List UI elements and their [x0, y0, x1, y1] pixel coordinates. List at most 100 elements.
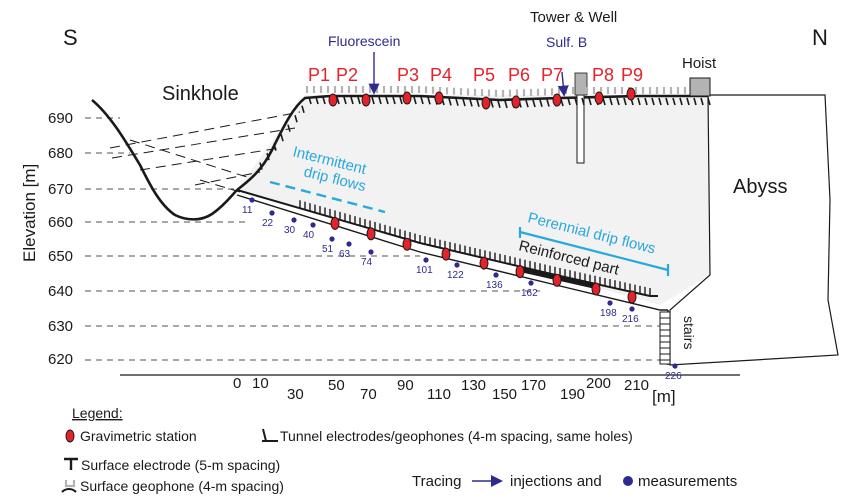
measurement-label: 198	[600, 308, 617, 319]
north-label: N	[812, 25, 828, 50]
legend-title: Legend:	[72, 405, 123, 421]
surface-station-p9	[626, 87, 636, 101]
distance-tick: 200	[586, 375, 611, 392]
surface-electrode	[490, 100, 494, 108]
surface-electrode	[546, 99, 550, 107]
distance-tick: 110	[427, 386, 451, 403]
distance-tick: 0	[233, 375, 241, 392]
station-label-p2: P2	[336, 65, 358, 85]
surface-electrode	[385, 96, 389, 105]
surface-electrode	[588, 97, 592, 106]
surface-geophone-icon-base	[61, 488, 77, 493]
surface-electrode	[665, 97, 669, 106]
distance-tick: 50	[328, 377, 345, 394]
surface-electrode	[574, 97, 578, 106]
measurement-point	[310, 222, 316, 228]
distance-tick: 130	[461, 377, 486, 394]
tunnel-station-6	[515, 265, 525, 279]
surface-electrode	[532, 99, 536, 108]
sinkhole-dashed-lines	[109, 111, 301, 193]
gravimetric-icon	[65, 429, 75, 443]
measurement-label: 136	[486, 280, 503, 291]
surface-electrode	[616, 97, 620, 106]
surface-electrode	[343, 96, 347, 105]
legend-surface-geophone: Surface geophone (4-m spacing)	[80, 478, 284, 494]
surface-station-p5	[481, 96, 491, 110]
hoist-label: Hoist	[682, 55, 717, 72]
tower-top	[574, 72, 588, 96]
measurement-point	[346, 241, 352, 247]
surface-geophone-icon	[64, 480, 76, 488]
distance-tick: 170	[521, 377, 546, 394]
abyss-label: Abyss	[733, 176, 787, 198]
measurement-point	[493, 272, 499, 278]
surface-electrode	[539, 99, 543, 107]
distance-tick: 190	[560, 386, 585, 403]
perennial-drip-line	[518, 227, 670, 276]
measurement-point	[423, 257, 429, 263]
tunnel-floor	[236, 194, 668, 311]
surface-electrode-icon	[64, 457, 78, 470]
station-label-p5: P5	[473, 65, 495, 85]
surface-electrode	[672, 97, 676, 106]
tunnel-station-4	[441, 247, 451, 261]
south-label: S	[63, 25, 78, 50]
surface-electrode	[567, 97, 571, 106]
surface-electrode	[651, 97, 655, 106]
tunnel-station-7	[552, 273, 562, 287]
surface-electrode	[448, 98, 452, 106]
surface-station-p4	[434, 91, 444, 105]
surface-electrode	[273, 143, 277, 151]
elevation-axis-label: Elevation [m]	[20, 164, 39, 262]
surface-electrode	[658, 97, 662, 106]
abyss-body	[669, 94, 839, 366]
surface-electrode	[623, 97, 627, 106]
legend-gravimetric: Gravimetric station	[80, 428, 197, 444]
elevation-tick: 650	[48, 248, 73, 265]
surface-electrode	[504, 100, 508, 109]
surface-electrode	[455, 98, 459, 106]
station-label-p4: P4	[430, 65, 452, 85]
surface-sensor-row	[259, 86, 711, 170]
surface-electrode	[462, 98, 466, 107]
tunnel-station-1	[330, 216, 340, 230]
tunnel-electrode-row	[299, 200, 651, 296]
sulf-label: Sulf. B	[546, 34, 587, 50]
surface-electrode	[497, 100, 501, 109]
surface-electrode	[469, 99, 473, 107]
measurement-label: 11	[242, 205, 253, 216]
surface-station-p8	[594, 91, 604, 105]
measurement-point	[454, 262, 460, 268]
distance-tick: 90	[397, 377, 414, 394]
surface-electrode	[413, 96, 417, 105]
elevation-tick: 670	[48, 181, 73, 198]
distance-tick: 150	[492, 386, 517, 403]
tunnel-gravimetric-stations	[330, 216, 637, 304]
tunnel-electrode-icon	[262, 428, 278, 442]
tower-well	[576, 94, 585, 164]
surface-electrode	[700, 97, 704, 106]
tunnel-station-5	[479, 256, 489, 270]
surface-electrode	[581, 97, 585, 106]
elevation-tick: 680	[48, 145, 73, 162]
elevation-tick: 640	[48, 283, 73, 300]
station-label-p6: P6	[508, 65, 530, 85]
elevation-tick: 690	[48, 110, 73, 127]
surface-station-p3	[402, 91, 412, 105]
surface-station-p2	[361, 93, 371, 107]
legend-surface-electrode: Surface electrode (5-m spacing)	[81, 457, 280, 473]
elevation-grid	[85, 117, 670, 361]
legend-injections: injections and	[510, 473, 602, 490]
legend-tracing: Tracing	[412, 473, 461, 490]
surface-electrode	[301, 105, 305, 113]
terrain-profile	[91, 94, 708, 221]
elevation-tick: 630	[48, 318, 73, 335]
measurement-point	[329, 236, 335, 242]
measurement-point	[249, 197, 255, 203]
legend-tunnel: Tunnel electrodes/geophones (4-m spacing…	[280, 428, 633, 444]
surface-electrode	[707, 97, 711, 106]
surface-electrode	[259, 162, 263, 170]
